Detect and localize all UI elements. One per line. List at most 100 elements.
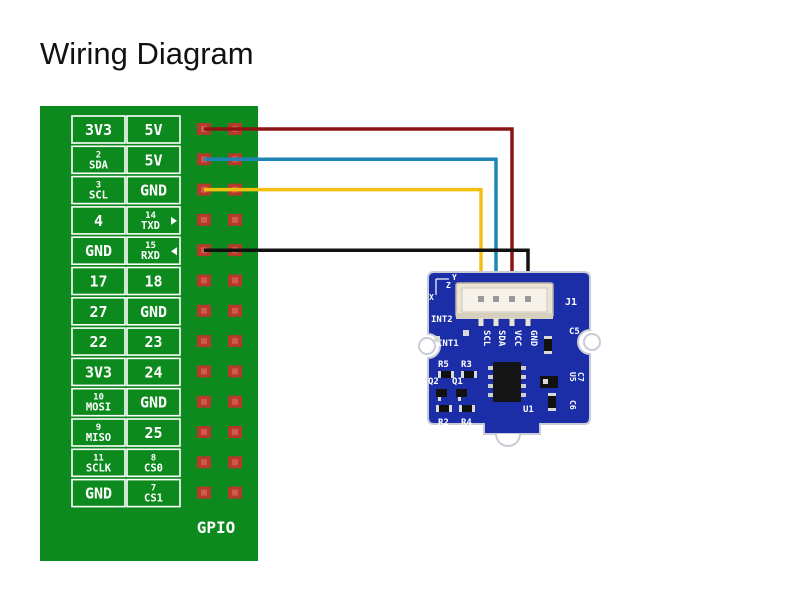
diagram-title: Wiring Diagram bbox=[40, 36, 254, 71]
pin-box bbox=[126, 115, 181, 144]
pin-number-label: 14 bbox=[145, 211, 156, 221]
r3-pad-a bbox=[461, 371, 464, 378]
pin-box bbox=[126, 418, 181, 447]
c5-label: C5 bbox=[569, 327, 580, 337]
header-pin-core bbox=[201, 338, 207, 345]
q1-label: Q1 bbox=[452, 377, 463, 387]
capacitor-c5 bbox=[544, 338, 552, 352]
module-pin-label-scl: SCL bbox=[481, 330, 491, 347]
pin-function-label: SDA bbox=[89, 159, 109, 171]
connector-j1 bbox=[455, 282, 554, 326]
q2-label: Q2 bbox=[428, 377, 439, 387]
pin-label: GND bbox=[85, 485, 112, 503]
r5-pad-b bbox=[451, 371, 454, 378]
transistor-q1 bbox=[456, 389, 467, 397]
pin-box bbox=[71, 145, 126, 175]
pin-function-label: SCL bbox=[89, 190, 108, 202]
pin-box bbox=[126, 327, 181, 356]
pin-number-label: 10 bbox=[93, 393, 104, 403]
header-pin-core bbox=[201, 429, 207, 435]
ic-leg bbox=[521, 384, 526, 388]
pin-number-label: 9 bbox=[96, 423, 101, 433]
r4-pad-b bbox=[472, 405, 475, 412]
pad-int2 bbox=[463, 330, 469, 336]
ic-leg bbox=[521, 375, 526, 379]
connector-label: J1 bbox=[565, 297, 577, 308]
header-pin-core bbox=[232, 429, 238, 435]
int1-label: INT1 bbox=[437, 339, 459, 349]
wire-scl bbox=[204, 187, 483, 300]
module-pin-label-sda: SDA bbox=[496, 330, 506, 347]
pin-label: 3V3 bbox=[85, 121, 112, 139]
wire-sda bbox=[204, 157, 498, 300]
ic-u1 bbox=[488, 362, 526, 402]
axis-z-label: Z bbox=[446, 281, 451, 290]
r2-pad-b bbox=[449, 405, 452, 412]
pin-box bbox=[71, 418, 126, 447]
connector-leg bbox=[478, 318, 484, 326]
regulator-u5 bbox=[540, 376, 558, 388]
c6-label: C6 bbox=[568, 400, 577, 410]
resistor-r4 bbox=[461, 405, 473, 412]
pin-number-label: 2 bbox=[96, 150, 101, 160]
pin-function-label: CS0 bbox=[144, 462, 163, 474]
pin-number-label: 7 bbox=[151, 484, 156, 494]
axis-marker: X Z Y bbox=[429, 273, 457, 302]
pin-box bbox=[126, 175, 181, 205]
mounting-hole-right bbox=[583, 333, 601, 351]
pin-box bbox=[71, 266, 126, 296]
connector-pin bbox=[478, 296, 484, 302]
pin-label: GND bbox=[140, 303, 167, 321]
pin-label: 5V bbox=[144, 121, 162, 139]
ic-u1-body bbox=[493, 362, 521, 402]
connector-leg bbox=[525, 318, 531, 326]
connector-leg bbox=[493, 318, 499, 326]
c5-pad-b bbox=[544, 351, 552, 354]
pin-function-label: MISO bbox=[86, 432, 111, 444]
header-pin-core bbox=[201, 489, 207, 496]
r4-pad-a bbox=[459, 405, 462, 412]
capacitor-c6 bbox=[548, 395, 556, 409]
pin-box bbox=[126, 448, 181, 478]
connector-lip bbox=[456, 313, 553, 319]
header-pin-core bbox=[232, 368, 238, 375]
q2-leg bbox=[438, 397, 441, 401]
pin-box bbox=[71, 115, 126, 144]
r2-pad-a bbox=[436, 405, 439, 412]
header-pin-core bbox=[201, 277, 207, 284]
connector-leg bbox=[509, 318, 515, 326]
ic-leg bbox=[521, 393, 526, 397]
header-pin-core bbox=[232, 338, 238, 345]
pin-label: 27 bbox=[89, 303, 107, 321]
header-pin-core bbox=[201, 459, 207, 466]
int2-label: INT2 bbox=[431, 315, 453, 325]
pin-box bbox=[71, 327, 126, 356]
connector-pins bbox=[478, 296, 531, 326]
connector-socket bbox=[461, 287, 548, 313]
pin-box bbox=[71, 357, 126, 387]
arrow-right-icon bbox=[171, 216, 177, 225]
gpio-label: GPIO bbox=[197, 518, 236, 537]
resistor-r3 bbox=[463, 371, 475, 378]
pin-label: 3V3 bbox=[85, 363, 112, 381]
pin-box bbox=[71, 175, 126, 205]
pin-label: 23 bbox=[144, 333, 162, 351]
pin-box bbox=[71, 296, 126, 326]
q1-leg bbox=[458, 397, 461, 401]
c7-label: C7 bbox=[576, 372, 585, 382]
transistor-q2 bbox=[436, 389, 447, 397]
ic-leg bbox=[488, 393, 493, 397]
pin-label: 22 bbox=[89, 333, 107, 351]
r4-label: R4 bbox=[461, 418, 472, 428]
ic-leg bbox=[488, 366, 493, 370]
pin-box bbox=[71, 387, 126, 417]
pin-function-label: MOSI bbox=[86, 402, 111, 414]
pin-number-label: 3 bbox=[96, 181, 101, 191]
pin-box bbox=[71, 206, 126, 235]
pin-box bbox=[126, 296, 181, 326]
pin-box bbox=[126, 266, 181, 296]
mounting-hole-bottom bbox=[495, 433, 521, 447]
ic-leg bbox=[488, 384, 493, 388]
r3-pad-b bbox=[474, 371, 477, 378]
arrow-left-icon bbox=[171, 247, 177, 256]
